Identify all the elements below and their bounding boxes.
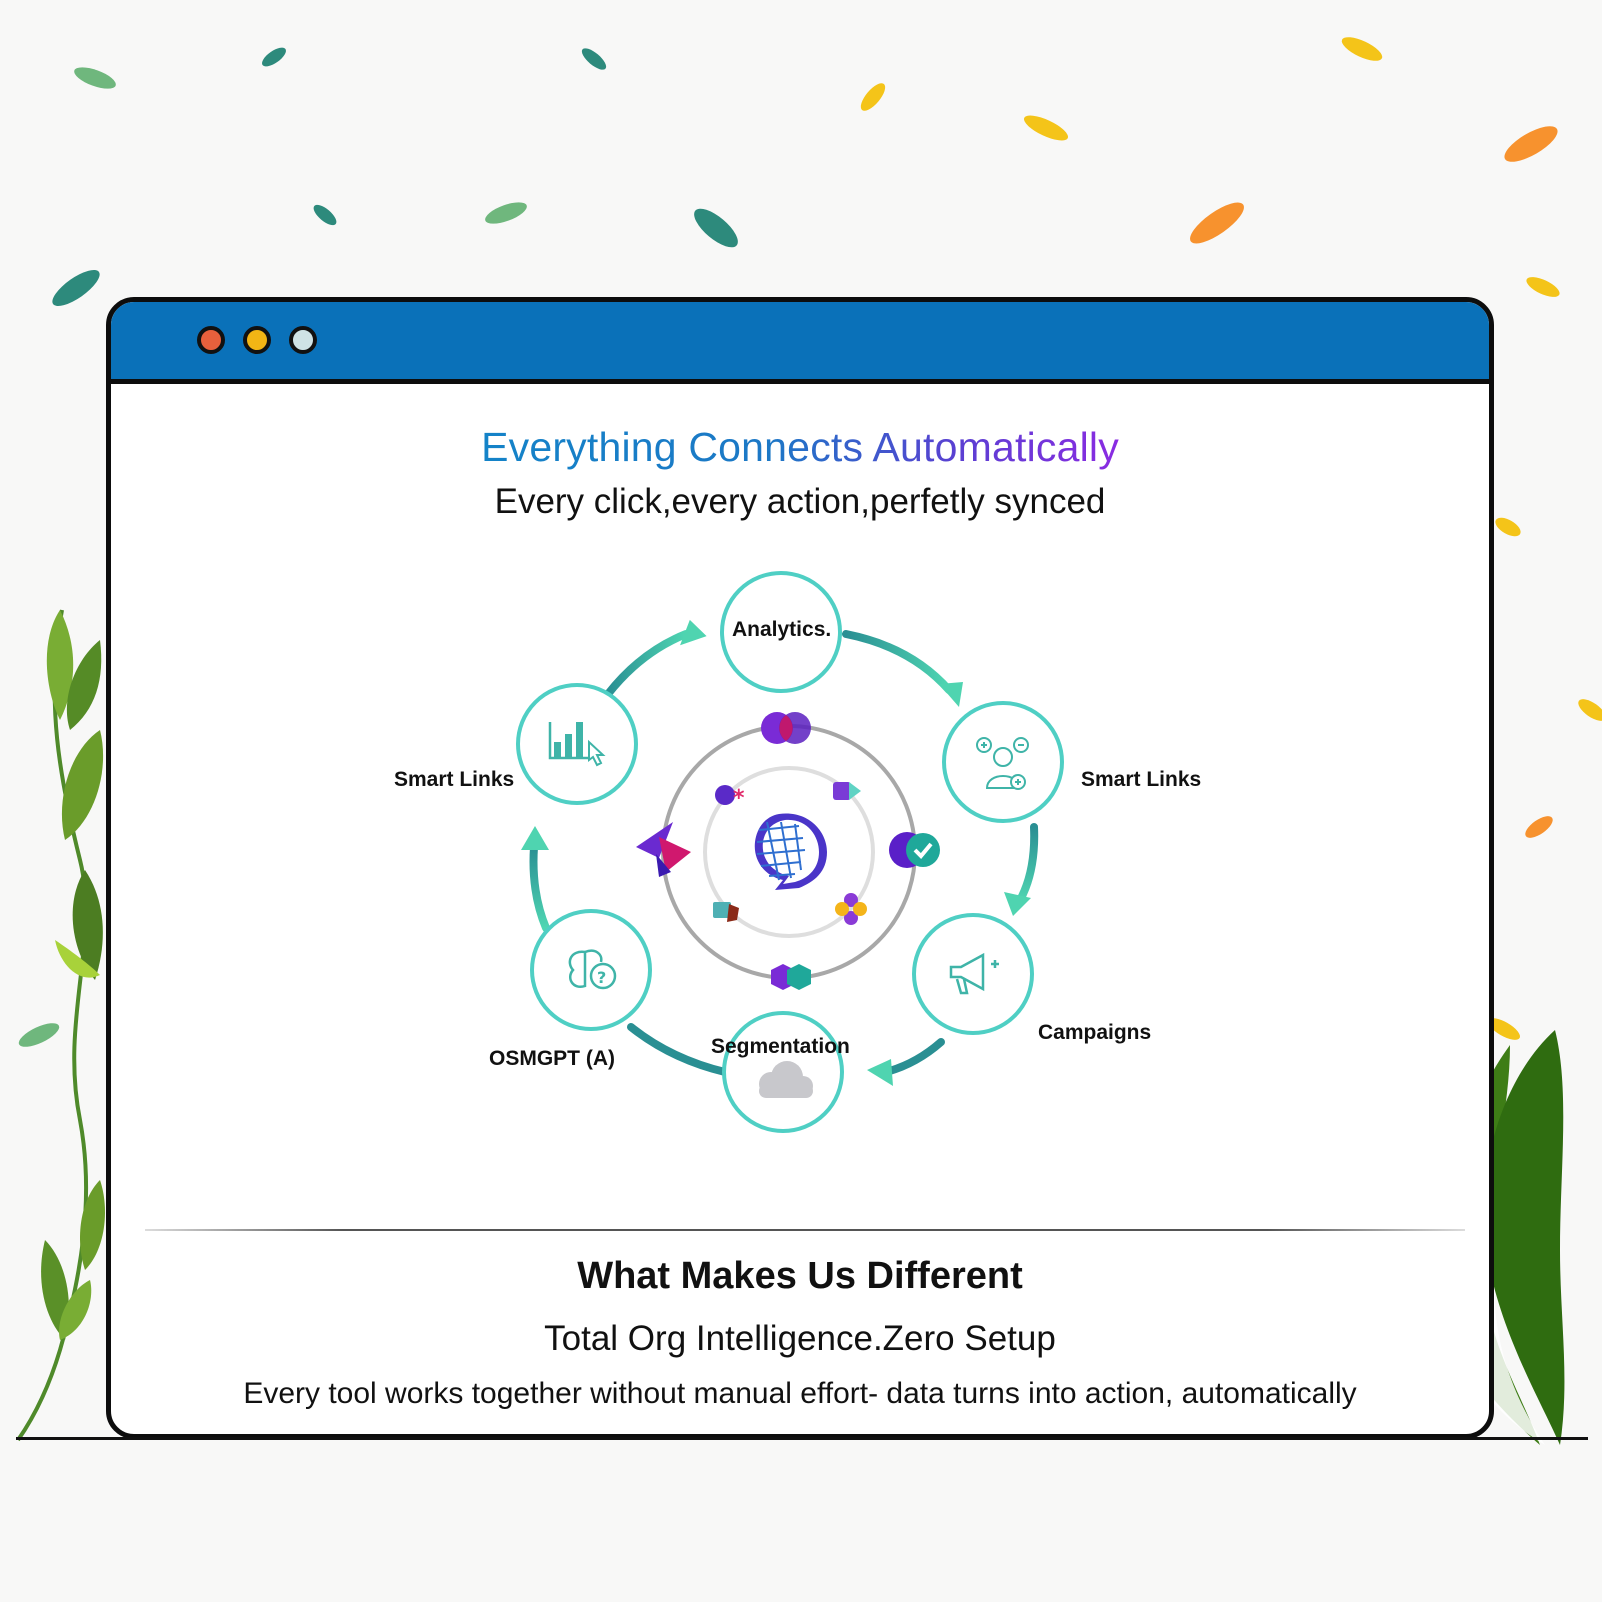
gem-icon	[833, 782, 861, 800]
node-osmgpt[interactable]: ?	[532, 911, 650, 1029]
node-smart-links-left[interactable]	[518, 685, 636, 803]
node-label-campaigns: Campaigns	[1038, 1021, 1151, 1045]
ground-line	[16, 1437, 1588, 1440]
cube-icon	[713, 902, 739, 922]
svg-text:*: *	[733, 786, 745, 811]
node-smart-links-right[interactable]	[944, 703, 1062, 821]
arrow-head-icon	[1004, 892, 1031, 916]
ai-head-icon	[755, 814, 827, 890]
bowtie-icon	[636, 822, 691, 877]
arrow-osmgpt-to-smartlinks	[534, 847, 547, 928]
arrow-analytics-to-smartlinks	[846, 634, 949, 690]
node-segmentation[interactable]	[724, 1013, 842, 1131]
arrow-head-icon	[867, 1059, 893, 1086]
node-campaigns[interactable]	[914, 915, 1032, 1033]
node-label-osmgpt: OSMGPT (A)	[489, 1047, 615, 1071]
arrow-head-icon	[939, 682, 963, 707]
different-subtitle: Total Org Intelligence.Zero Setup	[111, 1319, 1489, 1359]
browser-window: Everything Connects Automatically Every …	[106, 297, 1494, 1439]
arrow-head-icon	[521, 826, 549, 850]
different-title: What Makes Us Different	[111, 1255, 1489, 1298]
left-vine	[18, 610, 105, 1440]
node-label-smart-links-right: Smart Links	[1081, 768, 1201, 792]
node-label-analytics: Analytics.	[732, 618, 831, 642]
different-body: Every tool works together without manual…	[111, 1377, 1489, 1411]
arrow-smartlinks-to-campaigns	[1019, 827, 1034, 902]
hexagons-icon	[771, 964, 811, 990]
node-label-smart-links-left: Smart Links	[394, 768, 514, 792]
section-divider	[145, 1229, 1465, 1231]
arrow-smartlinks-to-analytics	[608, 634, 686, 694]
node-label-segmentation: Segmentation	[711, 1035, 850, 1059]
arrow-campaigns-to-segmentation	[886, 1042, 941, 1072]
svg-text:?: ?	[597, 968, 606, 987]
venn-circles-icon	[761, 712, 811, 744]
check-badge-icon	[889, 832, 940, 868]
